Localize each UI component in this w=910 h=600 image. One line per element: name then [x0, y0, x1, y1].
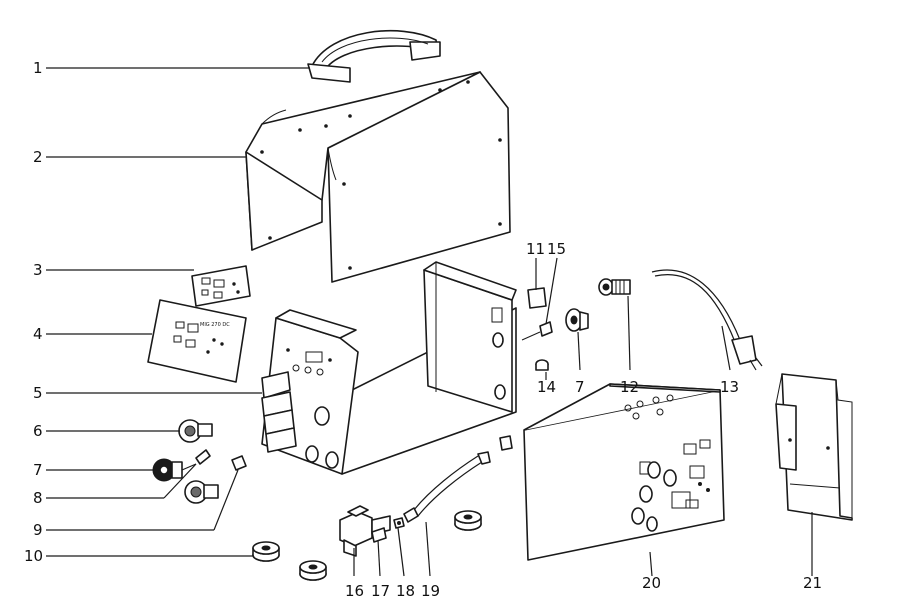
knob-part-8: [184, 480, 219, 504]
cable-gland-part: [598, 278, 631, 296]
connector-part-7-right: [565, 308, 589, 332]
handle-part: [307, 30, 441, 83]
board-components: [624, 394, 711, 532]
callout-15: 15: [547, 240, 566, 258]
electronic-board-part: [523, 383, 725, 561]
side-panel-part: [775, 373, 853, 521]
callout-numbers: 1 2 3 4 5 6 7 8 9 10 11 15 14 7 12 13 16…: [24, 59, 822, 600]
callout-11: 11: [526, 240, 545, 258]
callout-19: 19: [421, 582, 440, 600]
panel-model-text: MIG 270 DC: [200, 322, 230, 328]
bushing-part-14: [535, 359, 549, 371]
callout-10: 10: [24, 547, 43, 565]
nut-part-18: [393, 517, 405, 529]
callout-4: 4: [33, 325, 43, 343]
fitting-part-9: [231, 455, 247, 471]
callout-14: 14: [537, 378, 556, 396]
leader-lines: [46, 67, 813, 577]
cover-part: [245, 71, 511, 283]
knob-part-6: [178, 419, 213, 443]
callout-7-right: 7: [575, 378, 585, 396]
wire-part-15: [521, 321, 553, 341]
power-cable-part: [651, 269, 763, 371]
callout-2: 2: [33, 148, 43, 166]
callout-21: 21: [803, 574, 822, 592]
callout-12: 12: [620, 378, 639, 396]
callout-7-left: 7: [33, 461, 43, 479]
callout-17: 17: [371, 582, 390, 600]
callout-20: 20: [642, 574, 661, 592]
front-panel-label-part: MIG 270 DC: [147, 299, 247, 383]
callout-8: 8: [33, 489, 43, 507]
rubber-feet-part: [252, 510, 482, 581]
callout-9: 9: [33, 521, 43, 539]
control-label-small-part: [191, 265, 251, 307]
callout-3: 3: [33, 261, 43, 279]
callout-1: 1: [33, 59, 43, 77]
callout-6: 6: [33, 422, 43, 440]
callout-5: 5: [33, 384, 43, 402]
chassis-part: [261, 261, 517, 475]
solenoid-valve-part: [339, 505, 391, 557]
gas-hose-part: [403, 435, 513, 523]
callout-18: 18: [396, 582, 415, 600]
callout-13: 13: [720, 378, 739, 396]
fitting-part-17: [371, 527, 387, 543]
small-label-part-11: [527, 287, 547, 309]
connector-part-7-left: [152, 449, 211, 482]
callout-16: 16: [345, 582, 364, 600]
